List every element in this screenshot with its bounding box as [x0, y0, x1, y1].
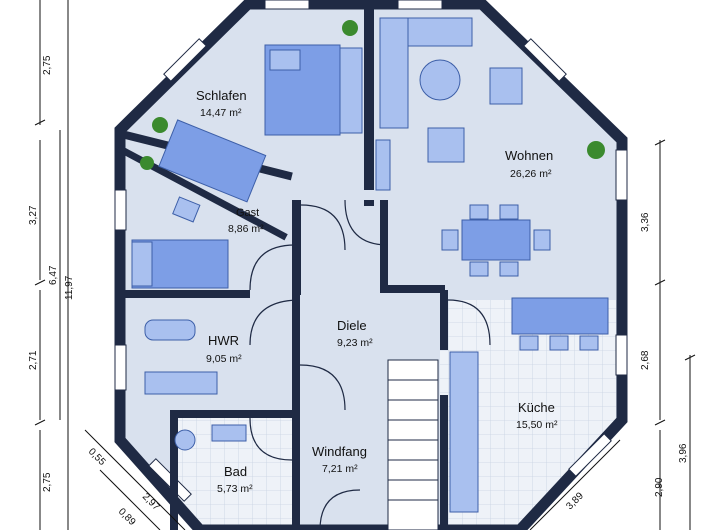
dimension-lines-right	[654, 139, 696, 530]
room-label-hwr: HWR	[208, 333, 239, 348]
room-area-hwr: 9,05 m²	[206, 353, 242, 365]
dim-diag-left-b: 2,97	[140, 491, 162, 513]
dim-right-total: 3,96	[678, 443, 689, 463]
dim-diag-right: 3,89	[564, 490, 586, 512]
dining-table	[441, 204, 551, 277]
sofa-corner	[379, 17, 473, 129]
dimension-lines-diagonal	[84, 429, 621, 530]
room-area-diele: 9,23 m²	[337, 337, 373, 349]
dimension-lines-left	[34, 0, 69, 530]
utility-fixtures	[144, 319, 247, 451]
room-area-wohnen: 26,26 m²	[510, 168, 552, 180]
room-label-gast: Gast	[236, 207, 259, 219]
dim-right-mid: 2,68	[640, 350, 651, 370]
room-label-schlafen: Schlafen	[196, 88, 247, 103]
coffee-table	[419, 59, 461, 101]
dim-left-top: 2,75	[42, 55, 53, 75]
room-label-wohnen: Wohnen	[505, 148, 553, 163]
doors	[249, 199, 491, 530]
bed-single	[131, 239, 229, 289]
desk-guest	[158, 119, 267, 223]
room-label-bad: Bad	[224, 464, 247, 479]
dim-left-mid-a: 3,27	[28, 205, 39, 225]
dim-left-bottom: 2,75	[42, 472, 53, 492]
room-label-windfang: Windfang	[312, 444, 367, 459]
room-area-gast: 8,86 m²	[228, 223, 264, 235]
room-area-windfang: 7,21 m²	[322, 463, 358, 475]
room-area-schlafen: 14,47 m²	[200, 107, 242, 119]
armchair	[427, 67, 523, 163]
room-area-bad: 5,73 m²	[217, 483, 253, 495]
plant-icon	[140, 20, 605, 170]
dim-right-upper: 3,36	[640, 212, 651, 232]
room-area-kueche: 15,50 m²	[516, 419, 558, 431]
dim-right-lower: 2,90	[654, 477, 665, 497]
room-label-kueche: Küche	[518, 400, 555, 415]
staircase	[387, 359, 439, 530]
room-label-diele: Diele	[337, 318, 367, 333]
kitchen-counter	[449, 297, 609, 513]
bed-double	[264, 44, 363, 136]
dim-left-mid-b: 2,71	[28, 350, 39, 370]
dim-left-total-outer: 11,97	[64, 275, 75, 300]
tv-unit	[375, 139, 391, 191]
dim-left-total-inner: 6,47	[48, 265, 59, 285]
dim-diag-left-c: 0,89	[116, 506, 138, 528]
